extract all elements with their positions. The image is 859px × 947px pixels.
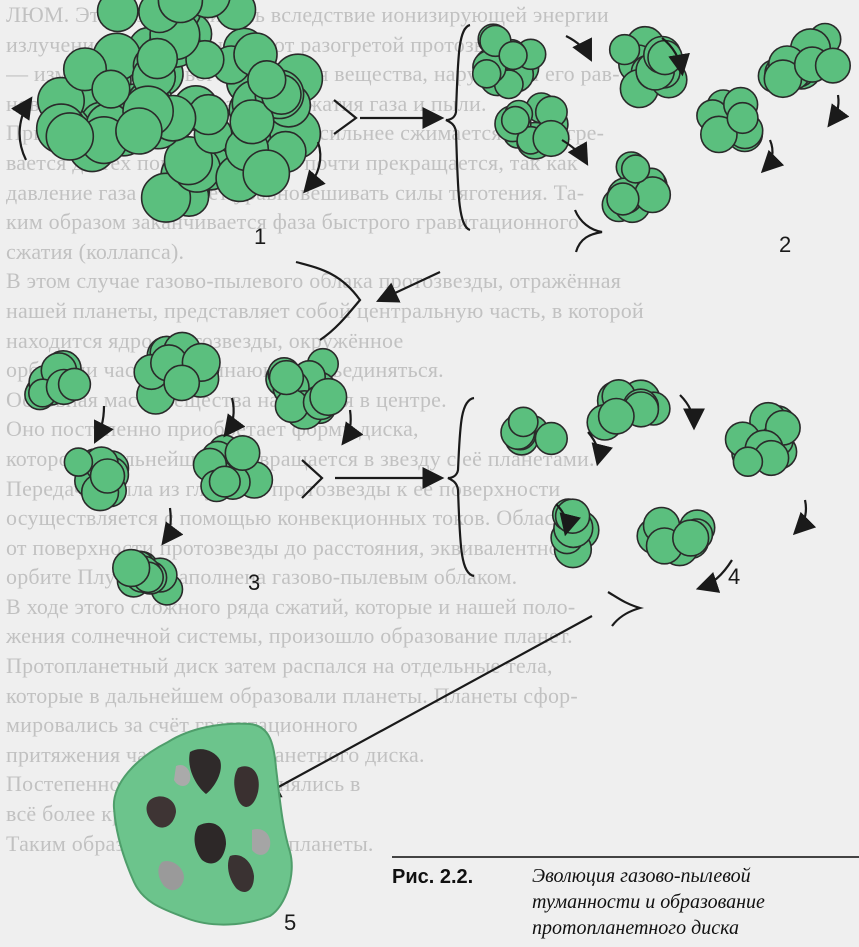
particle-cluster (551, 499, 599, 568)
particle (502, 107, 529, 134)
particle-cluster (473, 24, 546, 98)
particle (535, 423, 567, 455)
particle (310, 379, 347, 416)
particle-cluster (37, 0, 323, 222)
particle (164, 365, 199, 400)
stage-label: 5 (284, 910, 296, 936)
figure-caption: Эволюция газово-пылевой туманности и обр… (532, 863, 859, 941)
particle (622, 155, 650, 183)
particle (59, 368, 91, 400)
stage-label: 1 (254, 224, 266, 250)
figure-caption-label: Рис. 2.2. (392, 866, 473, 889)
particle (533, 121, 569, 157)
particle (733, 447, 762, 476)
particle-cluster (697, 88, 763, 153)
particle (473, 60, 501, 88)
particle (113, 550, 150, 587)
stage-label: 2 (779, 232, 791, 258)
caption-line: протопланетного диска (532, 915, 859, 941)
particle-cluster (501, 407, 567, 455)
particle (556, 499, 590, 533)
particle (210, 466, 241, 497)
particle (46, 113, 93, 160)
caption-line: туманности и образование (532, 889, 859, 915)
protoplanetary-disk (114, 724, 292, 925)
particle-cluster (134, 332, 220, 414)
particle-cluster (25, 351, 90, 410)
particle (248, 61, 286, 99)
particle (225, 436, 259, 470)
particle (607, 183, 639, 215)
particle (727, 103, 758, 134)
particle-cluster (610, 27, 687, 108)
particle-cluster (587, 380, 670, 440)
particle (610, 35, 640, 65)
particle-cluster (602, 152, 670, 222)
particle (509, 407, 538, 436)
stage-label: 3 (248, 570, 260, 596)
particle (243, 150, 289, 196)
particle (673, 520, 709, 556)
particle (599, 399, 634, 434)
particle (116, 108, 162, 154)
particle-cluster (726, 403, 801, 477)
particle (98, 0, 138, 32)
particle-cluster (266, 349, 347, 429)
caption-rule (392, 856, 859, 858)
particle-cluster (113, 550, 183, 605)
particle (816, 48, 851, 83)
particle (91, 459, 125, 493)
particle (270, 361, 304, 395)
particle-cluster (758, 24, 850, 98)
caption-line: Эволюция газово-пылевой (532, 863, 859, 889)
particle (137, 39, 177, 79)
particle-cluster (64, 447, 128, 511)
particle (92, 70, 130, 108)
particle (64, 448, 92, 476)
stage-label: 4 (728, 564, 740, 590)
particle-cluster (495, 93, 569, 159)
particle-cluster (637, 508, 715, 566)
particle-cluster (194, 435, 273, 501)
particle-clusters (25, 0, 850, 605)
particle (499, 42, 527, 70)
